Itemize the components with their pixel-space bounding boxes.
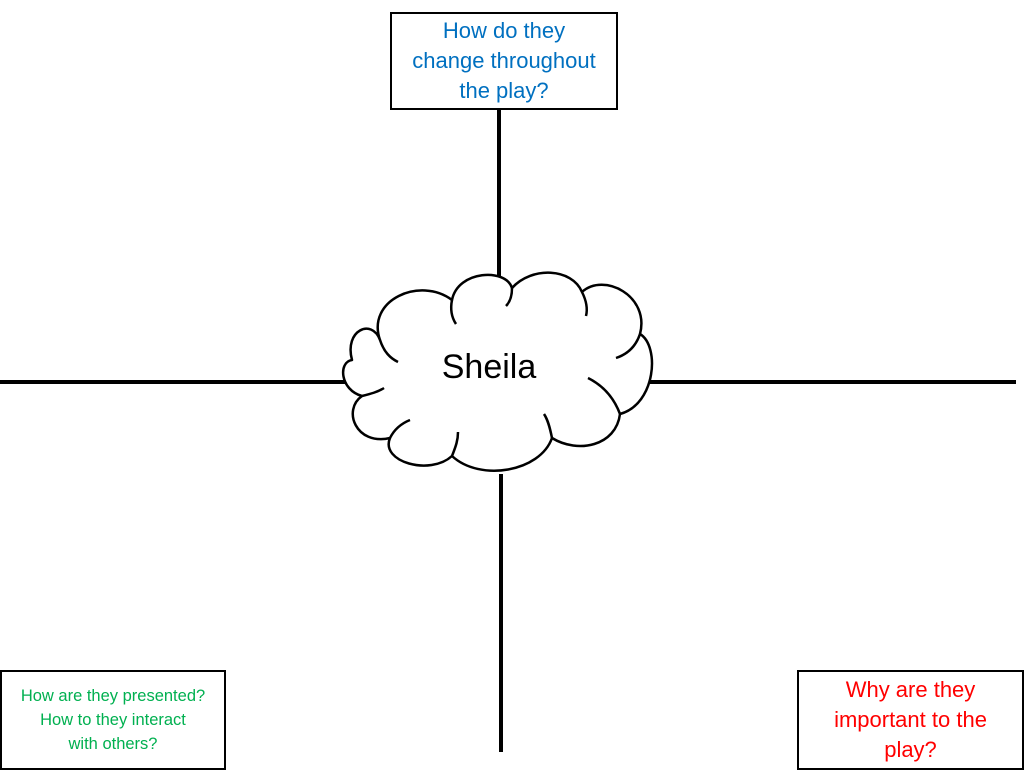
question-box-bottom-right-text: Why are they important to the play? <box>834 677 987 762</box>
question-box-top: How do they change throughout the play? <box>390 12 618 110</box>
cloud-shape <box>341 271 654 472</box>
question-box-top-text: How do they change throughout the play? <box>412 18 596 103</box>
question-box-bottom-left-text: How are they presented? How to they inte… <box>20 687 206 753</box>
central-topic-label: Sheila <box>441 348 537 386</box>
question-box-bottom-left: How are they presented? How to they inte… <box>0 670 226 770</box>
question-box-bottom-right: Why are they important to the play? <box>797 670 1024 770</box>
